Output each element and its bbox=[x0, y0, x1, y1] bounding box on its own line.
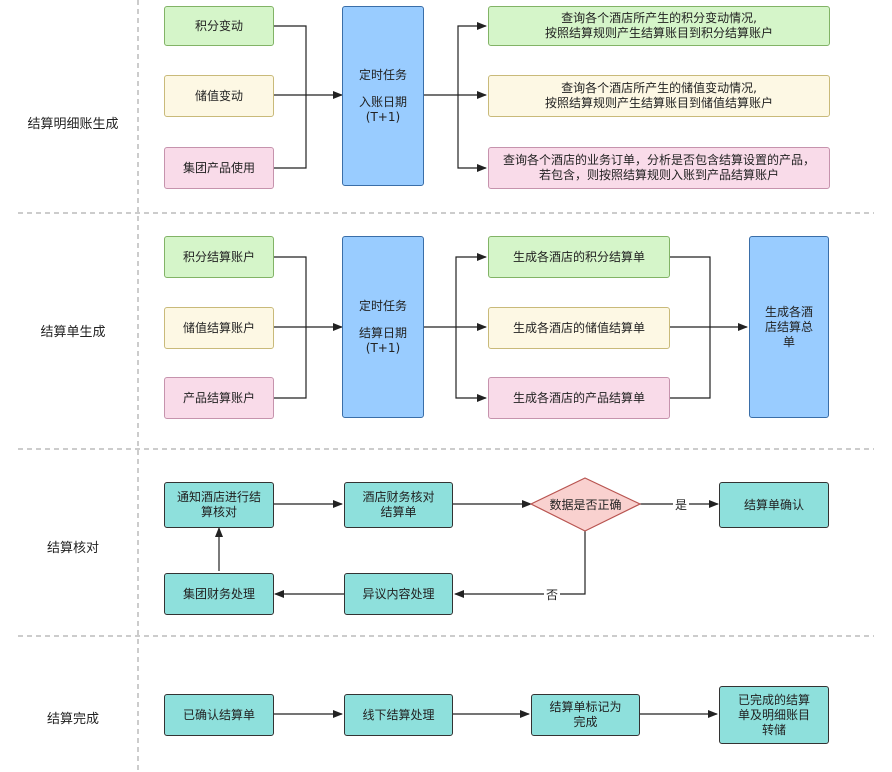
task-title: 定时任务 bbox=[358, 67, 407, 82]
archive-node: 已完成的结算单及明细账目转储 bbox=[719, 686, 829, 744]
confirmed-statement-node: 已确认结算单 bbox=[164, 694, 274, 736]
task-title: 定时任务 bbox=[358, 298, 407, 313]
group-finance-node: 集团财务处理 bbox=[164, 573, 274, 615]
decision-label: 数据是否正确 bbox=[549, 498, 622, 512]
task-date-rule: (T+1) bbox=[365, 109, 401, 124]
edge-label-yes: 是 bbox=[673, 496, 690, 513]
notify-hotel-node: 通知酒店进行结算核对 bbox=[164, 482, 274, 528]
product-account-node: 产品结算账户 bbox=[164, 377, 274, 419]
dispute-handling-node: 异议内容处理 bbox=[344, 573, 453, 615]
mark-complete-node: 结算单标记为完成 bbox=[531, 694, 640, 736]
lane-dividers bbox=[18, 0, 874, 772]
points-account-node: 积分结算账户 bbox=[164, 236, 274, 278]
statement-confirm-node: 结算单确认 bbox=[719, 482, 829, 528]
stored-account-node: 储值结算账户 bbox=[164, 307, 274, 349]
product-query-node: 查询各个酒店的业务订单，分析是否包含结算设置的产品，若包含，则按照结算规则入账到… bbox=[488, 147, 830, 189]
task-settlement-node: 定时任务 结算日期 (T+1) bbox=[342, 236, 424, 418]
hotel-finance-check-node: 酒店财务核对结算单 bbox=[344, 482, 453, 528]
stored-query-node: 查询各个酒店所产生的储值变动情况, 按照结算规则产生结算账目到储值结算账户 bbox=[488, 75, 830, 117]
lane-label-complete: 结算完成 bbox=[46, 712, 99, 727]
lane-label-detail: 结算明细账生成 bbox=[27, 117, 119, 132]
task-date-rule: (T+1) bbox=[365, 340, 401, 355]
edge-label-no: 否 bbox=[544, 586, 561, 603]
task-posting-node: 定时任务 入账日期 (T+1) bbox=[342, 6, 424, 186]
task-date-label: 入账日期 bbox=[358, 94, 407, 109]
decision-diamond bbox=[529, 477, 642, 532]
stored-change-node: 储值变动 bbox=[164, 75, 274, 117]
lane-label-reconcile: 结算核对 bbox=[46, 541, 99, 556]
points-change-node: 积分变动 bbox=[164, 6, 274, 46]
gen-points-statement-node: 生成各酒店的积分结算单 bbox=[488, 236, 670, 278]
gen-product-statement-node: 生成各酒店的产品结算单 bbox=[488, 377, 670, 419]
points-query-node: 查询各个酒店所产生的积分变动情况, 按照结算规则产生结算账目到积分结算账户 bbox=[488, 6, 830, 46]
offline-settlement-node: 线下结算处理 bbox=[344, 694, 453, 736]
task-date-label: 结算日期 bbox=[358, 325, 407, 340]
lane-label-statement: 结算单生成 bbox=[40, 325, 106, 340]
gen-stored-statement-node: 生成各酒店的储值结算单 bbox=[488, 307, 670, 349]
summary-statement-node: 生成各酒店结算总单 bbox=[749, 236, 829, 418]
group-product-node: 集团产品使用 bbox=[164, 147, 274, 189]
